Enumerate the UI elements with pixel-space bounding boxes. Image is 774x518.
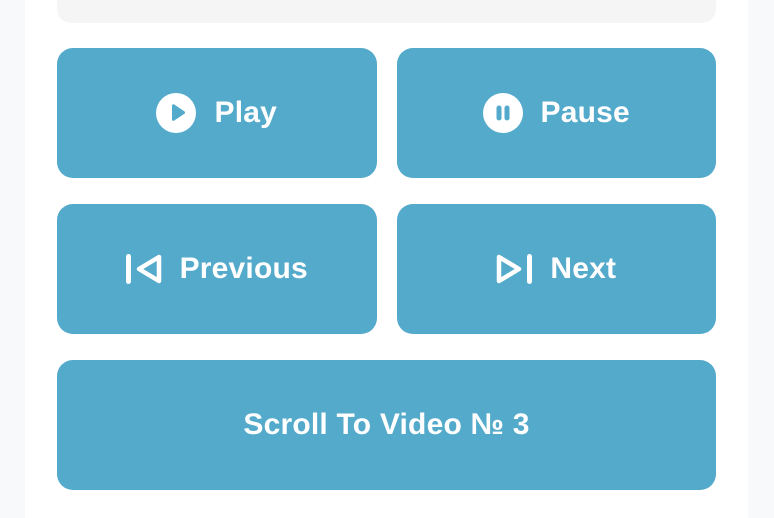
scroll-to-video-button-label: Scroll To Video № 3 bbox=[243, 408, 530, 441]
pause-button[interactable]: Pause bbox=[396, 48, 716, 178]
content-container: Play Pause Previous bbox=[25, 0, 748, 518]
pause-circle-fill-icon bbox=[482, 93, 523, 133]
skip-start-icon bbox=[125, 253, 162, 285]
play-button-label: Play bbox=[214, 96, 277, 129]
previous-button[interactable]: Previous bbox=[57, 204, 377, 334]
partial-card-above bbox=[57, 0, 716, 23]
skip-end-icon bbox=[496, 253, 533, 285]
next-button-label: Next bbox=[550, 252, 617, 285]
previous-button-label: Previous bbox=[179, 252, 308, 285]
play-circle-fill-icon bbox=[156, 93, 197, 133]
video-controls: Play Pause Previous bbox=[57, 48, 716, 490]
pause-button-label: Pause bbox=[540, 96, 630, 129]
next-button[interactable]: Next bbox=[396, 204, 716, 334]
play-button[interactable]: Play bbox=[57, 48, 377, 178]
scroll-to-video-button[interactable]: Scroll To Video № 3 bbox=[57, 360, 716, 490]
